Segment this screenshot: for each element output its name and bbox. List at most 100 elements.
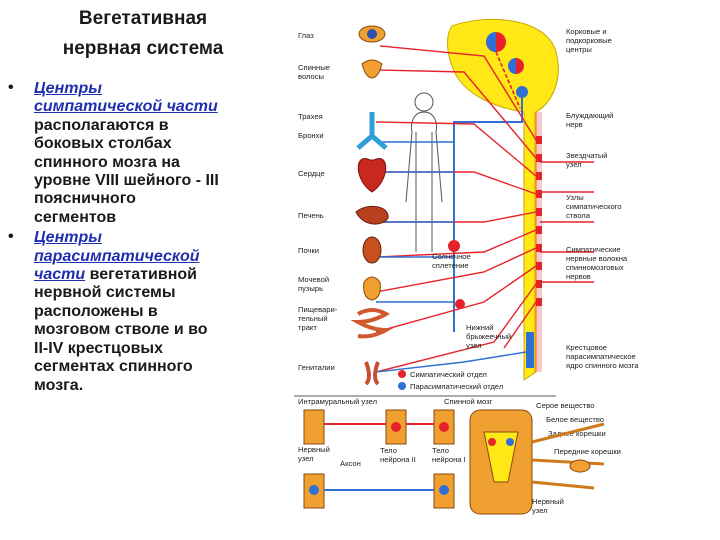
text-line: мозга. (34, 376, 84, 394)
label-liver: Печень (298, 211, 324, 220)
organ-eye-icon (358, 25, 386, 43)
bullet-dot: • (8, 79, 14, 96)
text-line: Центры (34, 229, 102, 247)
label-stellate: узел (566, 160, 582, 169)
label-hair: Спинные (298, 63, 330, 72)
label-intramural: Интрамуральный узел (298, 397, 377, 406)
title-line-2: нервная система (62, 38, 224, 59)
legend-para-label: Парасимпатический отдел (410, 382, 503, 391)
label-intestine: тракт (298, 323, 317, 332)
label-stellate: Звездчатый (566, 151, 608, 160)
cortex-tract (495, 51, 521, 109)
organ-bladder-icon (363, 276, 381, 301)
label-trunk-nodes: Узлы (566, 193, 584, 202)
text-line: располагаются в (34, 116, 169, 134)
text-line: вегетативной (85, 266, 197, 284)
label-cortex: подкорковые (566, 36, 612, 45)
bullet-dot: • (8, 228, 14, 246)
label-solar-plexus: сплетение (432, 261, 469, 270)
text-line: нервной системы (34, 284, 176, 302)
label-cortex: центры (566, 45, 592, 54)
label-mesenteric: Нижний (466, 323, 493, 332)
text-line: уровне VIII шейного - III (34, 172, 219, 190)
label-nerve-node: Нервный (532, 497, 564, 506)
label-body2: нейрона I (432, 455, 466, 464)
body-head (414, 92, 434, 112)
label-solar-plexus: Солнечное (432, 252, 471, 261)
neuron-chain-top (303, 409, 455, 445)
label-mesenteric: узел (466, 341, 482, 350)
mesenteric-node (455, 299, 465, 309)
sacral-nucleus (526, 332, 534, 368)
vagus-nucleus (516, 86, 528, 98)
bullet-item-sympathetic: • Центры симпатической части располагают… (8, 79, 270, 227)
text-line: II-IV крестцовых (34, 339, 163, 357)
label-trunk-nodes: ствола (566, 211, 591, 220)
label-trunk-nodes: симпатического (566, 202, 622, 211)
organ-intestine-icon (350, 308, 394, 339)
bullet-item-parasympathetic: • Центры парасимпатической части вегетат… (8, 228, 270, 395)
label-fibers: нервные волокна (566, 254, 628, 263)
text-line: боковых столбах (34, 135, 172, 153)
text-line: поясничного (34, 190, 136, 208)
label-body1: нейрона II (380, 455, 416, 464)
organ-trachea-icon (356, 112, 388, 150)
organ-kidney-icon (362, 236, 382, 264)
label-fibers: Симпатические (566, 245, 621, 254)
spinal-cross-section (469, 409, 605, 515)
label-body1: Тело (380, 446, 397, 455)
legend: Симпатический отдел Парасимпатический от… (398, 370, 503, 391)
nervous-system-diagram: Глаз Спинные волосы Трахея Бронхи Сердце… (294, 18, 639, 515)
body-silhouette (405, 111, 443, 252)
label-back-root: Заднее корешки (548, 429, 606, 438)
label-body2: Тело (432, 446, 449, 455)
cortex-node-left-blue (486, 32, 496, 52)
label-front-root: Передние корешки (554, 447, 621, 456)
vagus-nerve (453, 92, 523, 332)
organ-hair-icon (361, 59, 383, 79)
label-white: Белое вещество (546, 415, 604, 424)
slide-title: Вегетативная нервная система (18, 4, 268, 64)
label-intestine: Пищевари- (298, 305, 338, 314)
brain-shape (447, 18, 559, 381)
neuron-chain-bottom (303, 473, 455, 509)
bullet-text: Центры парасимпатической части вегетатив… (34, 229, 270, 395)
label-nerve-node: узел (532, 506, 548, 515)
text-line: парасимпатической (34, 247, 200, 265)
label-gray: Серое вещество (536, 401, 595, 410)
label-sacral: ядро спинного мозга (566, 361, 639, 370)
label-neural-node: Нервный (298, 445, 330, 454)
label-fibers: спинномозговых (566, 263, 624, 272)
label-cortex: Корковые и (566, 27, 607, 36)
label-trachea: Трахея (298, 112, 323, 121)
label-intestine: тельный (298, 314, 328, 323)
label-fibers: нервов (566, 272, 591, 281)
label-kidneys: Почки (298, 246, 319, 255)
legend-symp-label: Симпатический отдел (410, 370, 487, 379)
label-spinal-node: Спинной мозг (444, 397, 493, 406)
organ-heart-icon (357, 158, 387, 193)
label-sacral: Крестцовое (566, 343, 607, 352)
label-genitals: Гениталии (298, 363, 335, 372)
text-line: симпатической части (34, 98, 218, 116)
label-mesenteric: брыжеечный (466, 332, 511, 341)
label-vagus: Блуждающий (566, 111, 613, 120)
label-bladder: пузырь (298, 284, 323, 293)
legend-para-swatch (398, 382, 406, 390)
text-line: мозговом стволе и во (34, 321, 208, 339)
label-vagus: нерв (566, 120, 583, 129)
bullet-text: Центры симпатической части располагаются… (34, 80, 270, 227)
bullet-list: • Центры симпатической части располагают… (8, 79, 270, 397)
text-line: сегментов (34, 208, 117, 226)
center-labels: Солнечное сплетение Нижний брыжеечный уз… (432, 252, 511, 350)
label-heart: Сердце (298, 169, 325, 178)
cortex-node-right-blue (508, 58, 516, 74)
label-hair: волосы (298, 72, 324, 81)
bottom-labels: Интрамуральный узел Спинной мозг Нервный… (298, 397, 621, 515)
parasympathetic-fibers (375, 141, 527, 373)
label-bladder: Мочевой (298, 275, 329, 284)
sympathetic-trunk (534, 112, 542, 372)
text-line: части (34, 266, 86, 284)
organ-liver-icon (355, 205, 389, 225)
left-labels: Глаз Спинные волосы Трахея Бронхи Сердце… (298, 31, 338, 372)
